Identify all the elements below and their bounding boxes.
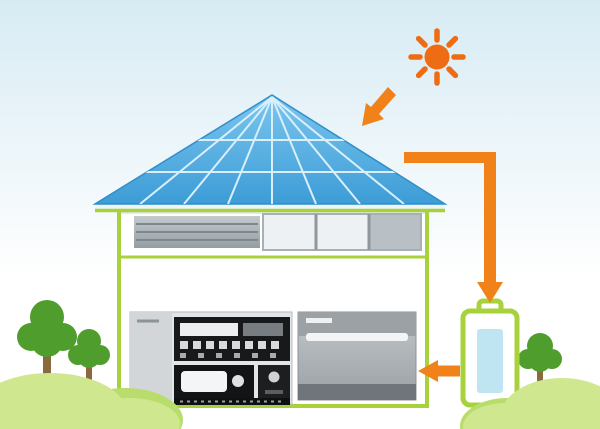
bush-left	[0, 373, 183, 429]
control-display-secondary	[243, 323, 283, 336]
tree-foliage	[518, 333, 562, 372]
storage-battery	[460, 298, 520, 408]
tree-right	[518, 333, 562, 404]
control-display-main	[180, 323, 238, 336]
arrow-battery-to-appliances	[418, 360, 460, 382]
dishwasher-handle	[306, 318, 332, 323]
side-panel-slot	[265, 390, 283, 394]
second-floor-windows	[134, 213, 422, 251]
bush-mounds	[463, 378, 600, 429]
battery-cell	[477, 329, 503, 393]
arrow-roof-to-battery	[404, 152, 503, 303]
microwave-window	[181, 371, 227, 392]
microwave-dial	[232, 375, 244, 387]
window-pane-dark	[369, 215, 420, 249]
bush-mounds	[0, 373, 180, 429]
kitchen-appliance-unit	[129, 311, 293, 405]
side-panel-knob	[268, 371, 280, 383]
roof-fascia	[95, 203, 445, 209]
dishwasher-kickplate	[298, 384, 416, 400]
dishwasher-slot	[306, 333, 408, 341]
tree-foliage	[68, 329, 110, 368]
sun-disc	[424, 44, 450, 70]
dishwasher-top-panel	[298, 312, 416, 336]
roof-surface	[92, 94, 448, 205]
house	[117, 204, 429, 408]
control-buttons-row	[180, 341, 279, 349]
control-buttons-row-small	[180, 353, 276, 358]
sunlight-arrow	[362, 87, 396, 126]
dishwasher-appliance	[297, 311, 417, 401]
solar-panel-roof	[92, 94, 448, 205]
cabinet-door	[130, 312, 172, 404]
bush-right	[460, 378, 600, 429]
sun-rays	[408, 28, 466, 86]
sun-icon	[408, 28, 466, 86]
tree-foliage	[17, 300, 77, 357]
